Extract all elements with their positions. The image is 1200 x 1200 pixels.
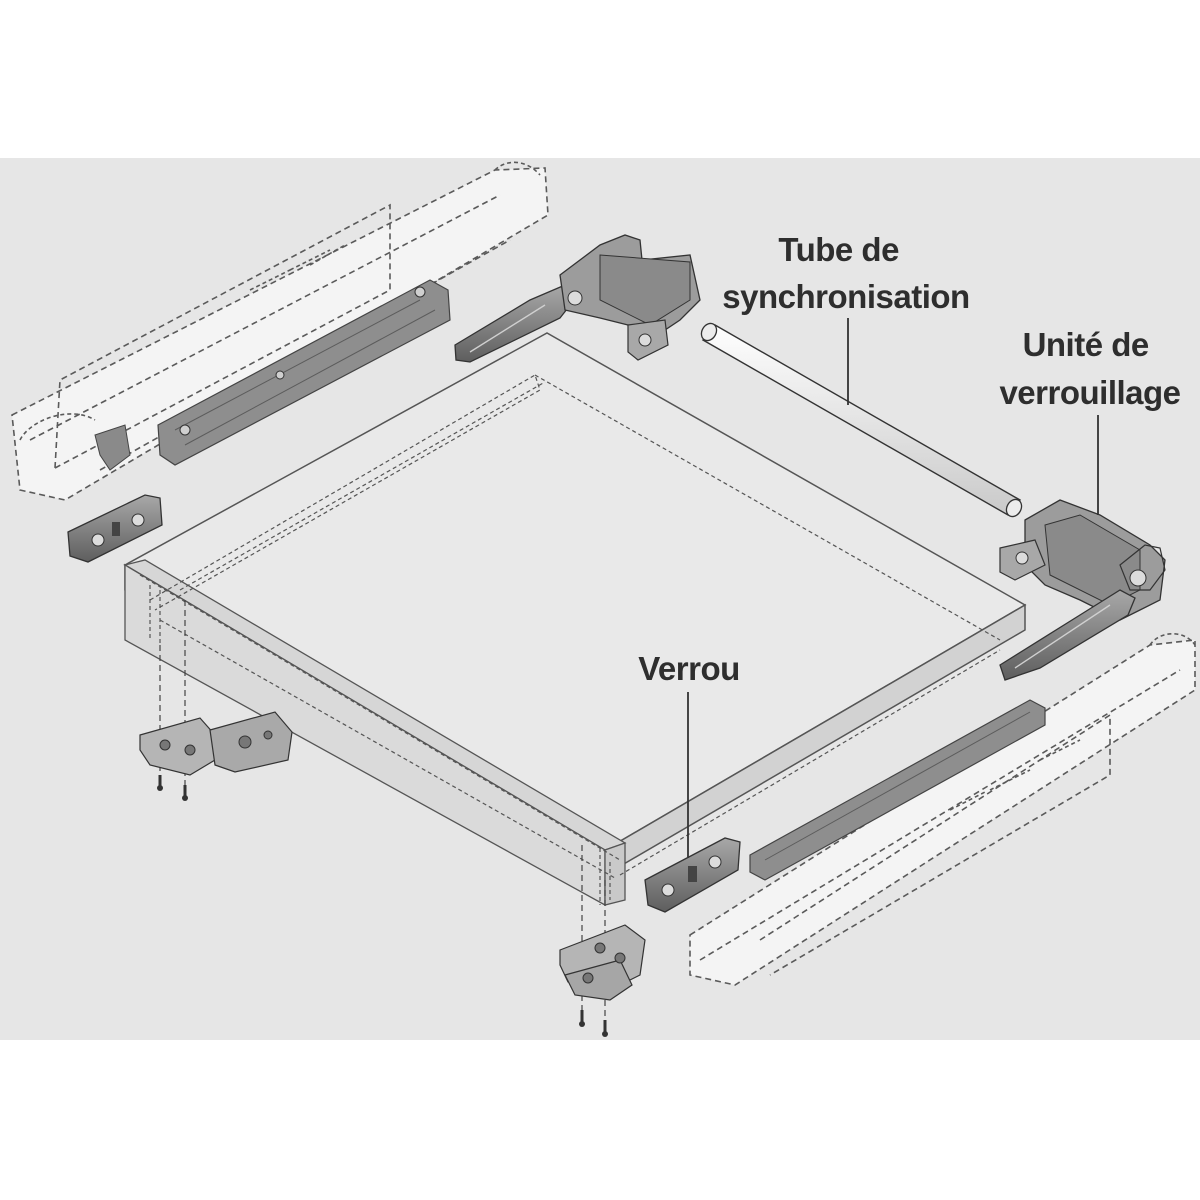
left-locking-unit — [454, 234, 701, 363]
left-front-bracket — [139, 600, 293, 801]
locking-unit-label-line1: Unité de — [1023, 326, 1149, 363]
locking-unit-label: Unité de verrouillage — [999, 326, 1180, 411]
latch-part — [644, 837, 741, 913]
right-locking-unit — [999, 499, 1166, 681]
sync-tube-label-line2: synchronisation — [722, 278, 969, 315]
right-front-bracket — [559, 845, 646, 1037]
sync-tube — [700, 322, 1023, 518]
right-runner — [689, 632, 1196, 986]
right-runner-carriage — [749, 699, 1046, 881]
drawer-bottom — [123, 332, 1027, 907]
left-runner-carriage — [94, 279, 451, 471]
sync-tube-label: Tube de synchronisation — [722, 231, 969, 315]
leader-lines — [687, 318, 1099, 858]
sync-tube-label-line1: Tube de — [778, 231, 899, 268]
latch-label: Verrou — [638, 650, 740, 687]
left-coupling — [67, 494, 163, 563]
locking-unit-label-line2: verrouillage — [999, 374, 1180, 411]
